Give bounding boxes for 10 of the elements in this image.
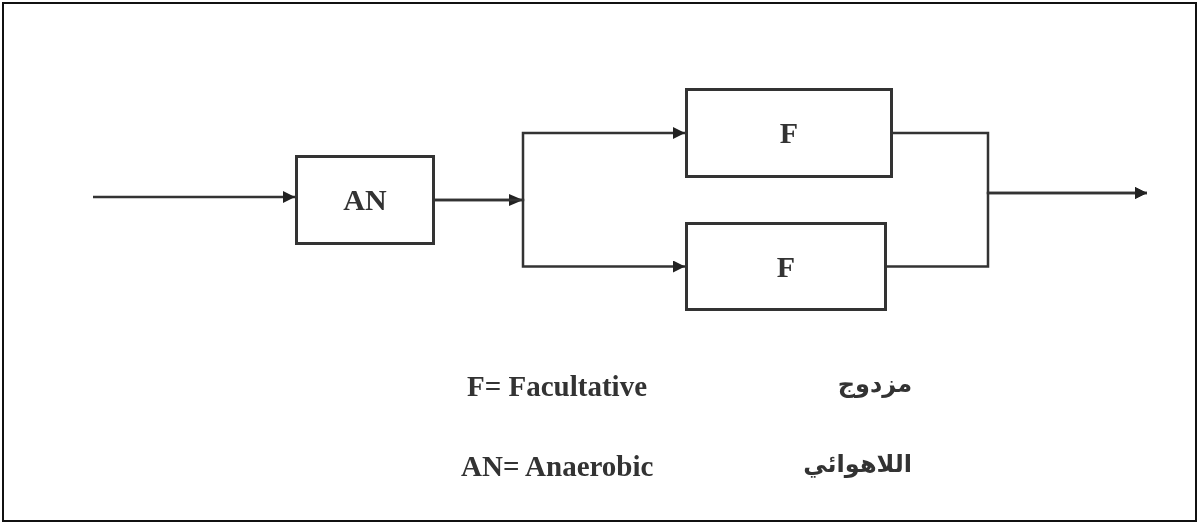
process-box: AN <box>295 155 435 245</box>
arabic-term: اللاهوائي <box>803 450 912 478</box>
arrow <box>93 191 295 203</box>
process-box: F <box>685 88 893 178</box>
abbreviation-key: AN= Anaerobic <box>461 450 654 483</box>
arrow <box>435 198 685 273</box>
abbreviation-key: F= Facultative <box>467 370 647 403</box>
process-box: F <box>685 222 887 311</box>
arrow <box>887 187 1147 268</box>
arabic-term: مزدوج <box>837 370 912 398</box>
